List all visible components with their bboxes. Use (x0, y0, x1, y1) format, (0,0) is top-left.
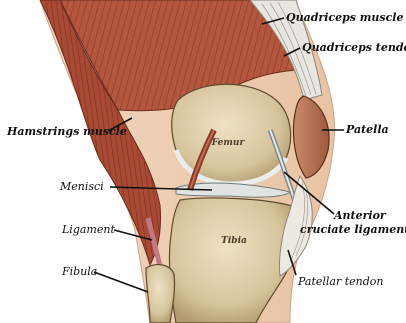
label-hamstrings-muscle: Hamstrings muscle (7, 126, 127, 137)
label-menisci: Menisci (60, 181, 104, 192)
label-quadriceps-muscle: Quadriceps muscle (286, 12, 404, 23)
label-acl-line1: Anterior (334, 210, 386, 221)
tibia-label: Tibia (221, 236, 247, 246)
fibula-shape (146, 265, 175, 323)
label-patellar-tendon: Patellar tendon (298, 276, 384, 287)
label-fibula: Fibula (62, 266, 97, 277)
label-patella: Patella (346, 124, 389, 135)
label-acl-line2: cruciate ligament (300, 224, 406, 235)
femur-label: Femur (211, 138, 246, 148)
leader-fibula (94, 272, 148, 292)
label-quadriceps-tendon: Quadriceps tendon (302, 42, 406, 53)
label-ligament: Ligament (62, 224, 115, 235)
